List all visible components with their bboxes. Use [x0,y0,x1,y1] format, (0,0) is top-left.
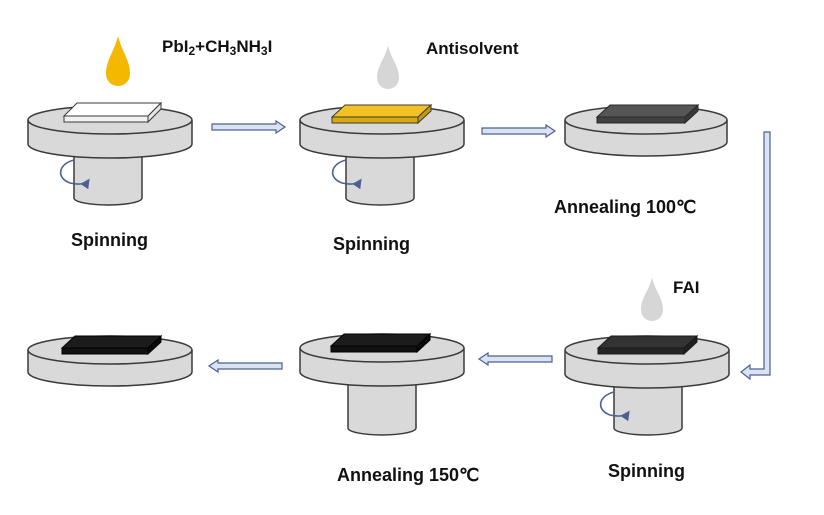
label-antisolvent: Antisolvent [426,39,519,58]
substrate-black-final [60,334,163,356]
label-precursor: PbI2+CH3NH3I [162,37,273,58]
label-step5-annealing: Annealing 150℃ [337,465,480,485]
label-step3-annealing: Annealing 100℃ [554,197,697,217]
annealing-plate-2-pillar [347,380,417,436]
substrate-black [329,332,432,354]
rotation-arrow-icon [331,159,362,190]
droplet-gray-icon [377,46,399,89]
arrow-left-1-icon [477,351,553,367]
rotation-arrow-icon [59,159,90,190]
arrow-down-left-icon [740,131,771,381]
spin-coater-2-pillar [345,150,415,206]
rotation-arrow-icon [599,391,630,422]
label-step4-spinning: Spinning [608,461,685,481]
droplet-orange-icon [106,36,130,86]
spin-coater-1-pillar [73,150,143,206]
substrate-white [62,101,163,124]
label-step1-spinning: Spinning [71,230,148,250]
droplet-gray-icon [641,278,663,321]
arrow-right-2-icon [481,123,557,139]
spin-coater-4-pillar [613,380,683,436]
substrate-gray [595,103,700,125]
label-fai: FAI [673,278,700,297]
arrow-right-1-icon [211,119,287,135]
arrow-left-2-icon [207,358,283,374]
substrate-dark [596,334,699,356]
substrate-yellow [330,103,433,125]
label-step2-spinning: Spinning [333,234,410,254]
